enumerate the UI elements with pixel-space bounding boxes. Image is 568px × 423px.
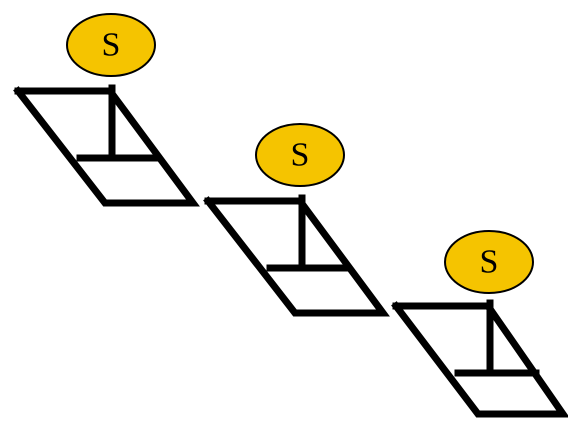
node-circle-2: [255, 123, 345, 187]
node-s-2: S: [255, 123, 345, 187]
stair-frame-2: [203, 194, 390, 317]
stair-unit-1: S: [13, 13, 200, 207]
node-s-1: S: [66, 13, 156, 77]
node-label-3: S: [480, 244, 499, 281]
node-s-3: S: [444, 230, 534, 294]
node-circle-3: [444, 230, 534, 294]
stair-unit-2: S: [203, 123, 390, 317]
stair-unit-3: S: [391, 230, 568, 418]
node-circle-1: [66, 13, 156, 77]
stair-frame-1: [13, 84, 200, 207]
node-label-2: S: [291, 137, 310, 174]
node-label-1: S: [102, 27, 121, 64]
stair-frame-3: [391, 299, 568, 418]
